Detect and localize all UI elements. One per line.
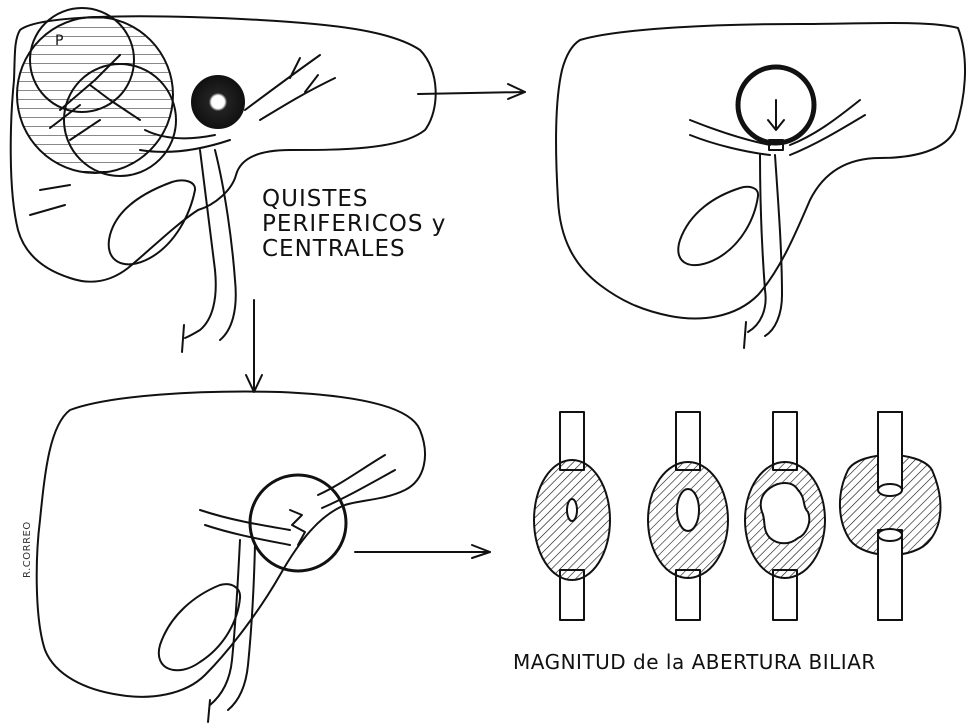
liver-panel-bottom-left [37,392,425,722]
cysts-label-line1: QUISTES [262,188,446,211]
arrow-down-left [246,300,262,392]
duct-opening-3 [745,412,825,620]
cysts-label: QUISTES PERIFERICOS y CENTRALES [262,188,446,263]
magnitude-label: MAGNITUD de la ABERTURA BILIAR [513,652,876,672]
cysts-label-line2: PERIFERICOS y [262,213,446,236]
central-cyst [250,475,346,571]
central-cyst [192,76,244,128]
cysts-label-line3: CENTRALES [262,238,446,261]
gallbladder [159,584,240,670]
duct-opening-4 [840,412,941,620]
liver-panel-top-left: P [11,8,436,352]
arrow-right-top [418,84,525,99]
arrow-right-bottom [355,545,490,558]
peripheral-cyst [17,17,173,173]
gallbladder [678,187,758,265]
duct-opening-2 [648,412,728,620]
artist-signature: R.CORREO [22,521,33,578]
liver-outline [37,392,425,697]
duct-opening-1 [534,412,610,620]
liver-panel-top-right [556,23,965,348]
cyst-marker-label: P [55,33,63,49]
